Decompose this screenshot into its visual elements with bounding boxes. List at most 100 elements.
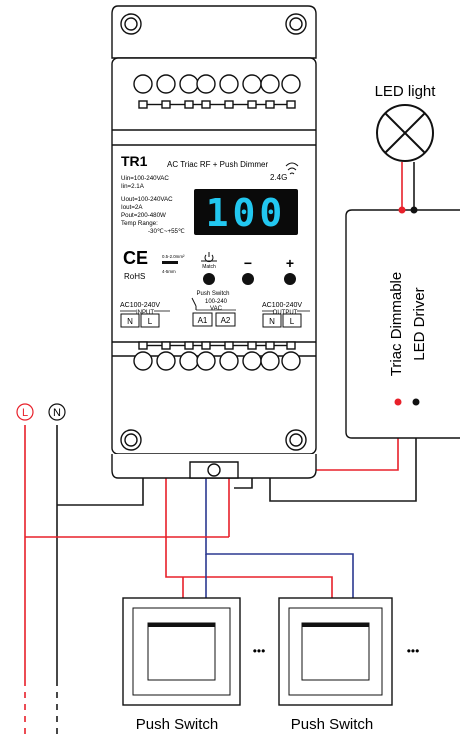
output-name: OUTPUT [273, 310, 298, 316]
output-n-label: N [269, 317, 275, 326]
device-top-tab [111, 5, 317, 59]
led-driver-box [345, 209, 460, 439]
bottom-terminal-clamp [138, 341, 148, 350]
driver-in-live-dot [398, 206, 406, 214]
top-terminal-screw [133, 74, 153, 94]
spec-pout: Pout=200-480W [121, 212, 166, 219]
led-light-icon [376, 104, 434, 162]
top-terminal-clamp [247, 100, 257, 109]
bottom-terminals [133, 341, 301, 371]
bottom-terminal-screw [156, 351, 176, 371]
bottom-terminal-clamp [265, 341, 275, 350]
top-terminal-clamp [184, 100, 194, 109]
driver-out-neutral-dot [412, 398, 420, 406]
spec-iin: Iin=2.1A [121, 183, 145, 190]
bottom-terminal-screw [281, 351, 301, 371]
bottom-terminal-screw [242, 351, 262, 371]
top-terminal-clamp [224, 100, 234, 109]
push-a2-label: A2 [221, 316, 231, 325]
top-terminal-screw [260, 74, 280, 94]
mains-live-marker [16, 403, 34, 421]
mains-neutral-label: N [53, 407, 61, 419]
bottom-terminal-clamp [247, 341, 257, 350]
top-terminal-screw [179, 74, 199, 94]
top-terminal-clamp [138, 100, 148, 109]
led-label: LED light [375, 83, 437, 100]
input-l-label: L [148, 317, 153, 326]
bottom-terminal-clamp [161, 341, 171, 350]
top-terminal-screw [219, 74, 239, 94]
push-switch-2[interactable] [278, 597, 393, 706]
top-terminal-screw [281, 74, 301, 94]
top-terminal-clamp [201, 100, 211, 109]
top-left-screw-hole [120, 13, 142, 35]
match-button[interactable] [203, 273, 215, 285]
bottom-right-screw-hole [285, 429, 307, 451]
push-switch-1[interactable] [122, 597, 241, 706]
plus-label: + [286, 255, 294, 271]
ellipsis-1: ••• [253, 644, 266, 658]
device-model: TR1 [121, 153, 148, 169]
bottom-terminal-clamp [201, 341, 211, 350]
input-voltage: AC100-240V [120, 302, 160, 309]
digital-display [194, 189, 298, 235]
wire-strip-icon [162, 261, 178, 264]
minus-button[interactable] [242, 273, 254, 285]
push-switch-1-label: Push Switch [136, 716, 219, 733]
spec-temp-label: Temp Range: [121, 220, 158, 227]
rf-band: 2.4G [270, 173, 287, 182]
push-a2-terminal [215, 312, 236, 327]
output-n-terminal [262, 313, 282, 328]
push-switch-symbol [191, 297, 197, 310]
spec-uout: Uout=100-240VAC [121, 196, 173, 203]
rf-signal-icon [285, 162, 299, 175]
bottom-terminal-clamp [286, 341, 296, 350]
input-l-terminal [140, 313, 160, 328]
bottom-left-screw-hole [120, 429, 142, 451]
bottom-terminal-screw [219, 351, 239, 371]
top-terminals [133, 74, 301, 109]
top-terminal-screw [156, 74, 176, 94]
driver-out-live-dot [394, 398, 402, 406]
mains-live-label: L [22, 407, 28, 419]
output-l-label: L [290, 317, 295, 326]
din-clip [189, 461, 239, 479]
rohs-mark: RoHS [124, 272, 145, 281]
mains-neutral-marker [48, 403, 66, 421]
ce-mark: CE [123, 248, 148, 268]
input-n-label: N [127, 317, 133, 326]
input-name: INPUT [136, 310, 154, 316]
bottom-terminal-clamp [184, 341, 194, 350]
driver-in-neutral-dot [410, 206, 418, 214]
plus-button[interactable] [284, 273, 296, 285]
top-right-screw-hole [285, 13, 307, 35]
push-live-wire [165, 537, 333, 598]
bottom-terminal-screw [133, 351, 153, 371]
push-voltage-2: VAC [210, 306, 223, 312]
driver-label-1: Triac Dimmable [388, 272, 405, 376]
push-switch-2-label: Push Switch [291, 716, 374, 733]
wire-spec-strip: 4-5mm [162, 269, 176, 274]
output-l-terminal [282, 313, 302, 328]
output-voltage: AC100-240V [262, 302, 302, 309]
display-value: 100 [206, 191, 287, 235]
device-type: AC Triac RF + Push Dimmer [167, 160, 268, 169]
driver-label-2: LED Driver [411, 287, 428, 360]
push-voltage-1: 100-240 [205, 299, 228, 305]
minus-label: − [244, 255, 252, 271]
top-terminal-clamp [161, 100, 171, 109]
top-terminal-screw [196, 74, 216, 94]
bottom-terminal-screw [260, 351, 280, 371]
input-n-terminal [120, 313, 140, 328]
spec-temp-range: -30℃~+55℃ [148, 228, 185, 235]
push-name: Push Switch [196, 291, 229, 297]
bottom-terminal-clamp [224, 341, 234, 350]
match-label: Match [202, 264, 216, 270]
push-a1-label: A1 [198, 316, 208, 325]
spec-uin: Uin=100-240VAC [121, 175, 169, 182]
push-a1-terminal [192, 312, 213, 327]
bottom-terminal-screw [196, 351, 216, 371]
power-icon [204, 252, 214, 263]
top-terminal-clamp [286, 100, 296, 109]
